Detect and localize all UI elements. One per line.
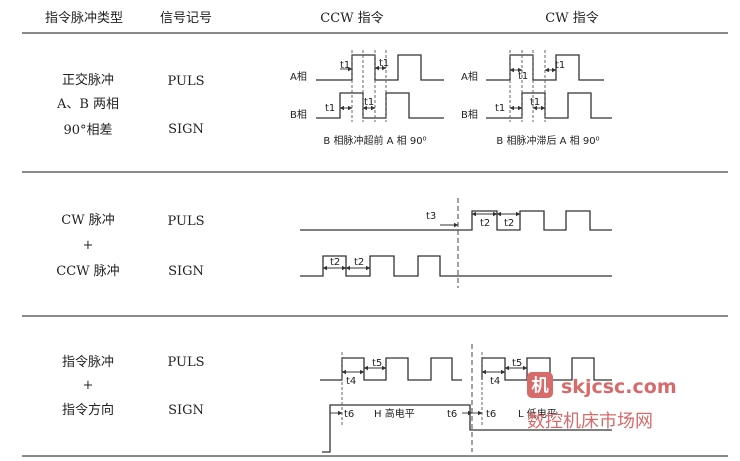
row2-signal-sign: SIGN: [168, 264, 204, 279]
row2-signal-puls: PULS: [167, 214, 204, 229]
row1-type-line3: 90°相差: [63, 123, 112, 138]
header-cw: CW 指令: [545, 11, 598, 26]
row2-puls-waveform: [300, 210, 612, 231]
row3-signal-puls: PULS: [167, 355, 204, 370]
header-signal: 信号记号: [160, 11, 212, 26]
row3-t6-label-a: t6: [344, 409, 354, 420]
row2-type-line1: CW 脉冲: [61, 213, 114, 228]
row-pulse-direction: 指令脉冲 + 指令方向 PULS SIGN t4 t5 t4 t5 t6 H 高…: [62, 344, 612, 453]
row3-type-line1: 指令脉冲: [62, 355, 114, 370]
cw-b-phase-label: B相: [461, 108, 478, 121]
ccw-t1-label-c: t1: [325, 103, 335, 114]
site-watermark: 机 skjcsc.com 数控机床市场网: [527, 372, 677, 432]
row2-t3-label: t3: [426, 211, 436, 222]
header-type: 指令脉冲类型: [45, 11, 123, 26]
cw-caption: B 相脉冲滞后 A 相 90⁰: [496, 134, 599, 147]
ccw-t1-label-a: t1: [340, 60, 350, 71]
row3-t6-label-b: t6: [447, 409, 457, 420]
row3-puls-waveform-left: [320, 357, 462, 381]
cw-t1-label-d: t1: [530, 97, 540, 108]
watermark-site: skjcsc.com: [561, 376, 677, 398]
watermark-logo: [527, 372, 553, 398]
ccw-b-waveform: [316, 92, 444, 119]
row3-t6-label-c: t6: [486, 409, 496, 420]
row3-t5-label-a: t5: [372, 358, 382, 369]
row2-sign-waveform: [300, 255, 612, 277]
row1-signal-puls: PULS: [167, 74, 204, 89]
row1-signal-sign: SIGN: [168, 122, 204, 137]
row1-type-line1: 正交脉冲: [62, 72, 114, 88]
watermark-name: 数控机床市场网: [527, 411, 653, 432]
row3-type-line2: +: [83, 378, 94, 393]
ccw-b-phase-label: B相: [290, 108, 307, 121]
row3-type-line3: 指令方向: [62, 402, 114, 418]
cw-t1-label-a: t1: [518, 71, 528, 82]
header-ccw: CCW 指令: [320, 11, 383, 26]
row2-t2-label-a: t2: [480, 218, 490, 229]
row3-puls-waveform-right: [481, 357, 612, 381]
row2-t2-label-c: t2: [330, 257, 340, 268]
row3-low-level: L 低电平: [518, 407, 557, 420]
row3-t5-label-b: t5: [512, 358, 522, 369]
row2-type-line2: +: [83, 238, 94, 253]
row3-t4-label-a: t4: [346, 376, 356, 387]
cw-t1-label-c: t1: [495, 103, 505, 114]
cw-a-phase-label: A相: [461, 70, 478, 83]
ccw-caption: B 相脉冲超前 A 相 90⁰: [323, 134, 426, 147]
row-quadrature: 正交脉冲 A、B 两相 90°相差 PULS SIGN A相 B相 t1 t1 …: [56, 50, 612, 147]
row2-type-line3: CCW 脉冲: [56, 264, 119, 279]
row3-signal-sign: SIGN: [168, 403, 204, 418]
row3-high-level: H 高电平: [374, 407, 415, 420]
row-cw-ccw-pulse: CW 脉冲 + CCW 脉冲 PULS SIGN t3 t2 t2 t2 t2: [56, 198, 612, 288]
ccw-a-phase-label: A相: [290, 70, 307, 83]
row2-t2-label-b: t2: [504, 218, 514, 229]
ccw-t1-label-d: t1: [364, 97, 374, 108]
watermark-logo-char: 机: [532, 375, 549, 396]
row2-t2-label-d: t2: [354, 257, 364, 268]
row3-sign-waveform: [322, 404, 612, 453]
ccw-t1-label-b: t1: [379, 58, 389, 69]
row3-t4-label-b: t4: [490, 376, 500, 387]
row1-type-line2: A、B 两相: [56, 97, 119, 112]
cw-t1-label-b: t1: [555, 60, 565, 71]
